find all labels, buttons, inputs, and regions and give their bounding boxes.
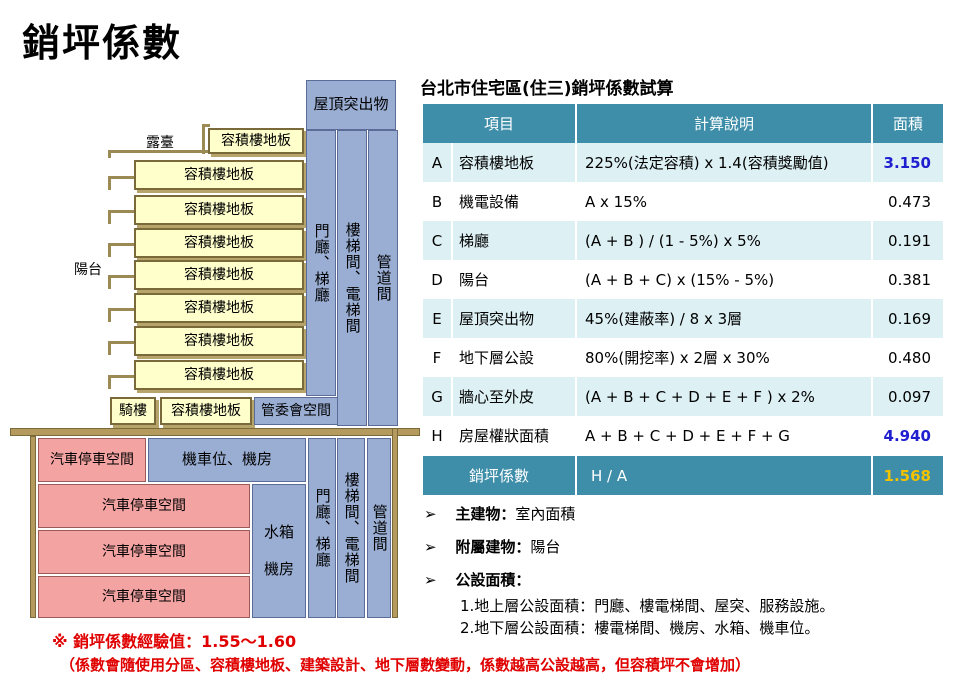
basement-pipe-column: 管道間 — [367, 438, 391, 618]
table-title: 台北市住宅區(住三)銷坪係數試算 — [420, 79, 674, 99]
row-letter: C — [423, 221, 453, 260]
floor-4: 容積樓地板 — [134, 260, 304, 290]
row-item: 容積樓地板 — [453, 143, 577, 182]
row-letter: A — [423, 143, 453, 182]
water-tank-machine-room: 水箱 機房 — [252, 484, 306, 618]
floor-7: 容積樓地板 — [134, 360, 304, 390]
floor-6: 容積樓地板 — [134, 326, 304, 356]
row-item: 屋頂突出物 — [453, 299, 577, 338]
public-note-2: 2.地下層公設面積：樓電梯間、機房、水箱、機車位。 — [460, 619, 820, 637]
management-space: 管委會空間 — [254, 397, 338, 425]
row-area: 3.150 — [883, 153, 931, 172]
balcony-railing — [108, 243, 134, 257]
balcony-label: 陽台 — [74, 261, 102, 278]
row-item: 梯廳 — [453, 221, 577, 260]
floor-1: 容積樓地板 — [134, 160, 304, 190]
page-title: 銷坪係數 — [22, 21, 183, 65]
row-letter: G — [423, 377, 453, 416]
header-item: 項目 — [423, 104, 577, 143]
retaining-wall-left — [30, 436, 36, 618]
row-item: 牆心至外皮 — [453, 377, 577, 416]
basement-lobby-column: 門廳、梯廳 — [308, 438, 336, 618]
floor-3: 容積樓地板 — [134, 228, 304, 258]
row-desc: 80%(開挖率) x 2層 x 30% — [577, 338, 873, 377]
summary-area: 1.568 — [883, 466, 931, 485]
row-item: 地下層公設 — [453, 338, 577, 377]
balcony-railing — [108, 375, 134, 389]
bullet-arrow-icon: ➢ — [424, 505, 437, 523]
bullet-arrow-icon: ➢ — [424, 571, 437, 589]
row-desc: (A + B ) / (1 - 5%) x 5% — [577, 221, 873, 260]
basement-stair-column: 樓梯間、電梯間 — [337, 438, 365, 618]
bullet-main-building: ➢ 主建物：室內面積 — [424, 505, 576, 523]
balcony-railing — [108, 176, 134, 190]
row-area: 0.381 — [888, 270, 931, 289]
row-item: 陽台 — [453, 260, 577, 299]
terrace-post — [202, 124, 210, 154]
terrace-railing — [108, 150, 208, 158]
table-header: 項目 計算說明 面積 — [423, 104, 943, 143]
table-row: E 屋頂突出物 45%(建蔽率) / 8 x 3層 0.169 — [423, 299, 943, 338]
basement-parking-3: 汽車停車空間 — [38, 530, 250, 574]
row-area: 4.940 — [883, 426, 931, 445]
row-desc: 45%(建蔽率) / 8 x 3層 — [577, 299, 873, 338]
summary-desc: H / A — [577, 456, 873, 495]
summary-row: 銷坪係數 H / A 1.568 — [423, 456, 943, 495]
header-area: 面積 — [892, 115, 923, 133]
ground-slab — [10, 428, 420, 436]
row-letter: D — [423, 260, 453, 299]
lobby-column: 門廳、梯廳 — [306, 130, 336, 396]
row-area: 0.473 — [888, 192, 931, 211]
pipe-column: 管道間 — [368, 130, 398, 426]
row-area: 0.097 — [888, 387, 931, 406]
row-item: 房屋權狀面積 — [453, 416, 577, 455]
row-area: 0.191 — [888, 231, 931, 250]
bullet-public-area: ➢ 公設面積： — [424, 571, 531, 589]
row-desc: (A + B + C + D + E + F ) x 2% — [577, 377, 873, 416]
roof-structure: 屋頂突出物 — [306, 80, 396, 130]
floor-5: 容積樓地板 — [134, 293, 304, 323]
table-row: F 地下層公設 80%(開挖率) x 2層 x 30% 0.480 — [423, 338, 943, 377]
table-row: B 機電設備 A x 15% 0.473 — [423, 182, 943, 221]
motorcycle-area: 機車位、機房 — [148, 438, 306, 482]
summary-label: 銷坪係數 — [423, 456, 577, 495]
row-letter: B — [423, 182, 453, 221]
table-row: D 陽台 (A + B + C) x (15% - 5%) 0.381 — [423, 260, 943, 299]
retaining-wall-right — [392, 428, 398, 618]
ground-floor: 容積樓地板 — [160, 397, 252, 425]
row-area: 0.169 — [888, 309, 931, 328]
row-letter: F — [423, 338, 453, 377]
balcony-railing — [108, 210, 134, 224]
experience-note: ※ 銷坪係數經驗值：1.55～1.60 — [52, 632, 297, 651]
balcony-railing — [108, 275, 134, 289]
table-row: H 房屋權狀面積 A + B + C + D + E + F + G 4.940 — [423, 416, 943, 455]
row-area: 0.480 — [888, 348, 931, 367]
arcade: 騎樓 — [110, 397, 156, 425]
header-desc: 計算說明 — [577, 104, 873, 143]
floor-top: 容積樓地板 — [208, 128, 304, 154]
balcony-railing — [108, 308, 134, 322]
row-letter: E — [423, 299, 453, 338]
row-desc: A + B + C + D + E + F + G — [577, 416, 873, 455]
table-row: C 梯廳 (A + B ) / (1 - 5%) x 5% 0.191 — [423, 221, 943, 260]
balcony-railing — [108, 341, 134, 355]
public-note-1: 1.地上層公設面積：門廳、樓電梯間、屋突、服務設施。 — [460, 597, 835, 615]
table-row: G 牆心至外皮 (A + B + C + D + E + F ) x 2% 0.… — [423, 377, 943, 416]
remark-note: （係數會隨使用分區、容積樓地板、建築設計、地下層數變動，係數越高公設越高，但容積… — [60, 656, 751, 674]
basement-parking-1: 汽車停車空間 — [38, 438, 146, 482]
stair-column: 樓梯間、電梯間 — [337, 130, 367, 426]
floor-2: 容積樓地板 — [134, 195, 304, 225]
row-desc: A x 15% — [577, 182, 873, 221]
bullet-accessory-building: ➢ 附屬建物：陽台 — [424, 538, 561, 556]
row-desc: 225%(法定容積) x 1.4(容積獎勵值) — [577, 143, 873, 182]
row-desc: (A + B + C) x (15% - 5%) — [577, 260, 873, 299]
basement-parking-2: 汽車停車空間 — [38, 484, 250, 528]
row-item: 機電設備 — [453, 182, 577, 221]
terrace-label: 露臺 — [146, 134, 174, 151]
row-letter: H — [423, 416, 453, 455]
table-row: A 容積樓地板 225%(法定容積) x 1.4(容積獎勵值) 3.150 — [423, 143, 943, 182]
bullet-arrow-icon: ➢ — [424, 538, 437, 556]
basement-parking-4: 汽車停車空間 — [38, 576, 250, 618]
